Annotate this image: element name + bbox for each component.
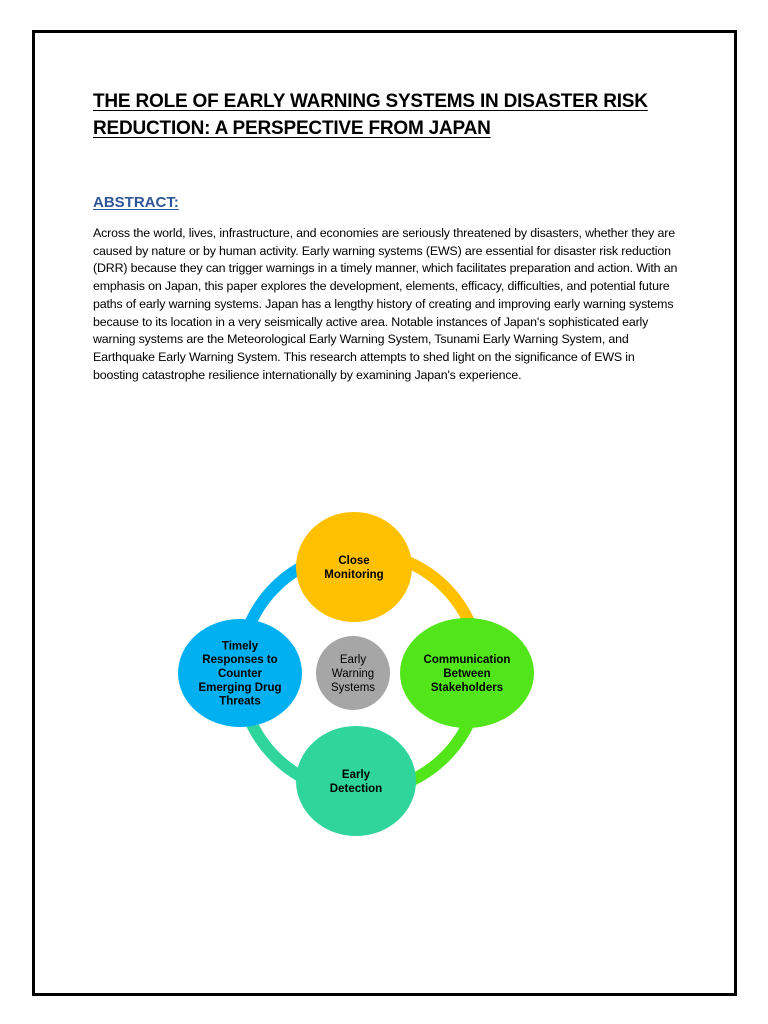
label-line: Between <box>443 668 490 680</box>
node-center-ews <box>316 636 390 710</box>
node-early-detection <box>296 726 416 836</box>
label-line: Stakeholders <box>431 682 503 694</box>
label-line: Counter <box>218 668 263 680</box>
label-line: Timely <box>222 640 259 652</box>
abstract-body: Across the world, lives, infrastructure,… <box>93 226 678 382</box>
title-line-1: THE ROLE OF EARLY WARNING SYSTEMS IN DIS… <box>93 91 648 112</box>
label-line: Responses to <box>202 654 277 666</box>
label-line: Monitoring <box>324 569 383 581</box>
label-line: Threats <box>219 696 261 708</box>
node-timely-responses <box>178 619 302 727</box>
title-line-2: REDUCTION: A PERSPECTIVE FROM JAPAN <box>93 118 491 139</box>
label-line: Systems <box>331 682 375 694</box>
node-communication <box>400 618 534 728</box>
label-line: Close <box>338 555 369 567</box>
label-line: Communication <box>424 654 511 666</box>
label-line: Detection <box>330 783 382 795</box>
label-line: Warning <box>332 668 374 680</box>
label-line: Emerging Drug <box>198 682 281 694</box>
abstract-heading: ABSTRACT: <box>93 194 179 211</box>
label-line: Early <box>340 654 366 666</box>
page-border <box>32 30 737 996</box>
document-title: THE ROLE OF EARLY WARNING SYSTEMS IN DIS… <box>93 88 693 142</box>
label-line: Early <box>342 769 371 781</box>
node-close-monitoring <box>296 512 412 622</box>
